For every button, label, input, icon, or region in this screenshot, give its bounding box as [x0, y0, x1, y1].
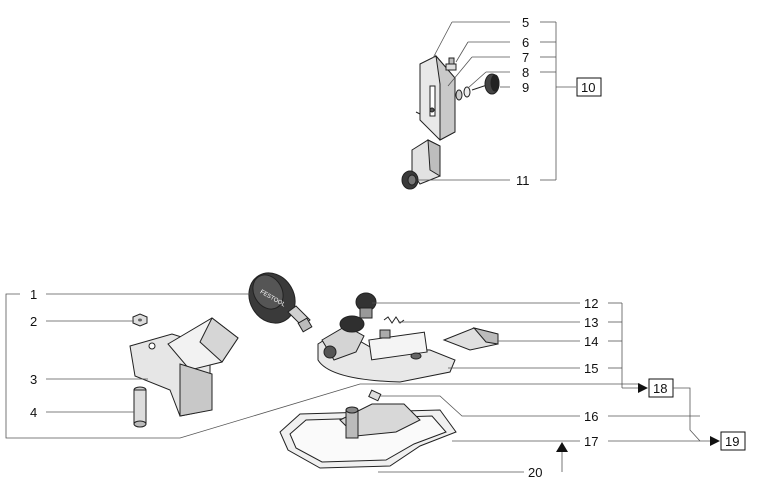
- top-leader-lines: [418, 21, 576, 181]
- label-18: 18: [653, 381, 667, 396]
- arrow-up-20: [556, 442, 568, 452]
- label-9: 9: [522, 80, 529, 95]
- label-5: 5: [522, 15, 529, 30]
- link-18-19: [673, 387, 701, 442]
- leader-8: [467, 71, 487, 89]
- part-11-clamp: [401, 139, 441, 190]
- label-3: 3: [30, 372, 37, 387]
- leader-7: [447, 56, 473, 87]
- upper-bracket-assembly: [401, 54, 500, 190]
- arrow-to-19: [710, 436, 720, 446]
- part-16-pin: [368, 389, 382, 402]
- ref-box-19: [720, 431, 746, 451]
- part-8-washer: [455, 86, 471, 101]
- label-10: 10: [581, 80, 595, 95]
- label-2: 2: [30, 314, 37, 329]
- part-15-adapter-base: [317, 315, 456, 383]
- part-12-knob-screw: [355, 292, 377, 319]
- base-leader-lines: [378, 387, 712, 473]
- part-5-vertical-plate: [415, 54, 456, 141]
- part-4-pin: [133, 386, 147, 428]
- part-9-knurled-screw: [471, 73, 500, 95]
- label-19: 19: [725, 434, 739, 449]
- part-2-nut: [132, 313, 148, 327]
- label-14: 14: [584, 334, 598, 349]
- label-16: 16: [584, 409, 598, 424]
- leader-16: [380, 395, 580, 417]
- leader-6: [455, 41, 469, 63]
- part-1-knob: FESTOOL: [248, 272, 313, 333]
- label-6: 6: [522, 35, 529, 50]
- part-17-base-plate: [279, 403, 457, 469]
- label-13: 13: [584, 315, 598, 330]
- label-15: 15: [584, 361, 598, 376]
- label-20: 20: [528, 465, 542, 480]
- group-bracket-1-15: [5, 293, 640, 439]
- part-13-spring: [383, 316, 405, 324]
- label-1: 1: [30, 287, 37, 302]
- label-7: 7: [522, 50, 529, 65]
- left-leader-lines: [5, 293, 640, 439]
- part-14-plate: [442, 327, 499, 351]
- center-leader-lines: [372, 302, 640, 389]
- leader-5: [432, 21, 453, 59]
- label-4: 4: [30, 405, 37, 420]
- label-12: 12: [584, 296, 598, 311]
- part-3-housing: [129, 317, 239, 417]
- label-11: 11: [516, 173, 530, 188]
- label-8: 8: [522, 65, 529, 80]
- ref-box-10: [576, 77, 602, 97]
- label-17: 17: [584, 434, 598, 449]
- arrow-to-18: [638, 383, 648, 393]
- part-6-screw: [445, 57, 457, 71]
